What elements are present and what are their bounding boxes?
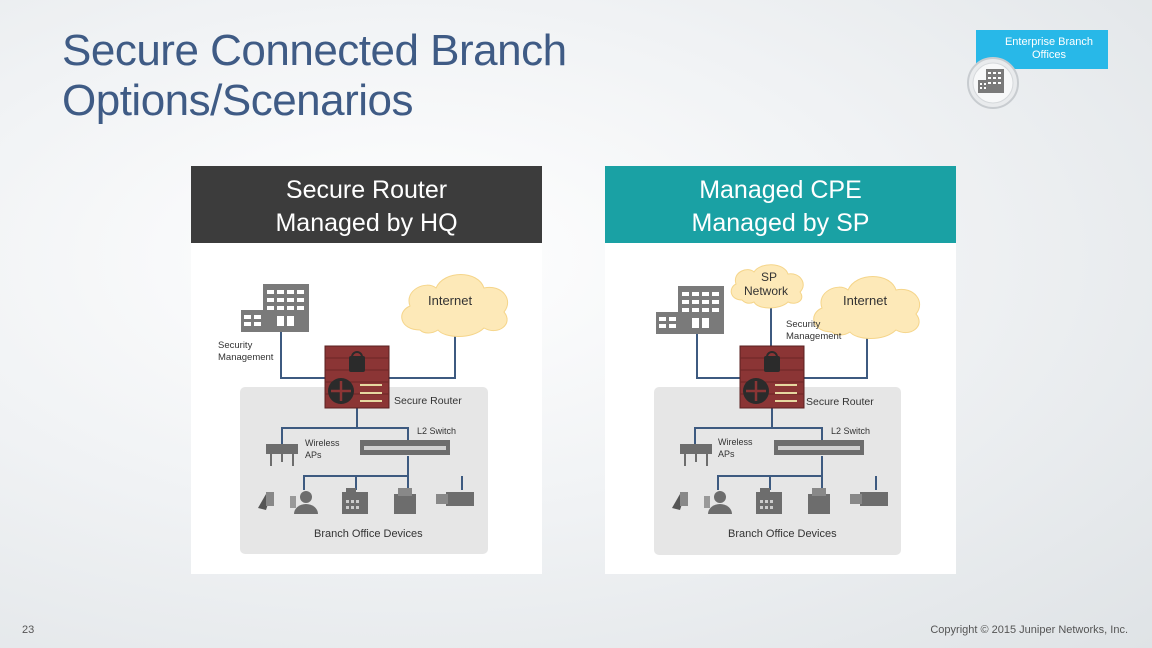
left-hq-building-icon: [241, 284, 309, 332]
left-camera-icon: [436, 492, 474, 506]
left-internet-cloud-icon: [401, 274, 509, 337]
right-switch-icon: [774, 440, 864, 455]
slide-title: Secure Connected Branch Options/Scenario…: [62, 26, 567, 126]
badge-line1: Enterprise Branch: [1004, 36, 1094, 48]
copyright-text: Copyright © 2015 Juniper Networks, Inc.: [930, 624, 1128, 636]
left-switch-icon: [360, 440, 450, 455]
right-firewall-router-icon: [739, 345, 805, 409]
right-ip-phone-icon: [808, 488, 830, 514]
right-security-mgmt-line2: Management: [786, 331, 842, 342]
panel-right-heading-line2: Managed by SP: [691, 209, 870, 237]
left-wireless-line1: Wireless: [305, 438, 340, 448]
panel-right-heading-line1: Managed CPE: [699, 176, 862, 204]
right-internet-label: Internet: [843, 293, 887, 308]
right-wireless-ap-icon: [680, 444, 712, 466]
panel-left-heading-line1: Secure Router: [285, 176, 448, 204]
left-internet-label: Internet: [428, 293, 472, 308]
right-internet-cloud-icon: [813, 276, 921, 339]
right-sp-line1: SP: [761, 270, 777, 284]
right-sp-network-cloud-icon: [730, 264, 804, 309]
badge-line2: Offices: [1031, 49, 1067, 61]
left-firewall-router-icon: [324, 345, 390, 409]
left-security-mgmt-line2: Management: [218, 352, 274, 363]
right-wireless-line1: Wireless: [718, 437, 753, 447]
right-desk-phone-icon: [756, 488, 782, 514]
right-network-links: [694, 302, 877, 490]
left-ip-phone-icon: [394, 488, 416, 514]
left-mobile-device-icon: [258, 492, 274, 510]
right-hq-building-icon: [656, 286, 724, 334]
left-desk-phone-icon: [342, 488, 368, 514]
right-branch-devices-label: Branch Office Devices: [728, 528, 837, 540]
right-l2-switch-label: L2 Switch: [831, 426, 870, 436]
panel-left-header: Secure Router Managed by HQ: [191, 166, 542, 243]
left-wireless-ap-icon: [266, 444, 298, 466]
right-wireless-line2: APs: [718, 449, 735, 459]
right-user-icon: [704, 491, 732, 514]
left-wireless-line2: APs: [305, 450, 322, 460]
slide-title-line1: Secure Connected Branch: [62, 26, 567, 75]
right-camera-icon: [850, 492, 888, 506]
slide-title-line2: Options/Scenarios: [62, 76, 414, 125]
right-mobile-device-icon: [672, 492, 688, 510]
left-secure-router-label: Secure Router: [394, 395, 462, 407]
left-l2-switch-label: L2 Switch: [417, 426, 456, 436]
left-branch-devices-label: Branch Office Devices: [314, 528, 423, 540]
left-network-links: [280, 330, 463, 490]
right-security-mgmt-line1: Security: [786, 319, 821, 330]
page-number: 23: [22, 624, 35, 636]
right-sp-line2: Network: [744, 284, 789, 298]
panel-right-header: Managed CPE Managed by SP: [605, 166, 956, 243]
right-secure-router-label: Secure Router: [806, 396, 874, 408]
left-user-icon: [290, 491, 318, 514]
left-security-mgmt-line1: Security: [218, 340, 253, 351]
building-badge-icon: [967, 57, 1019, 109]
panel-left-heading-line2: Managed by HQ: [275, 209, 458, 237]
